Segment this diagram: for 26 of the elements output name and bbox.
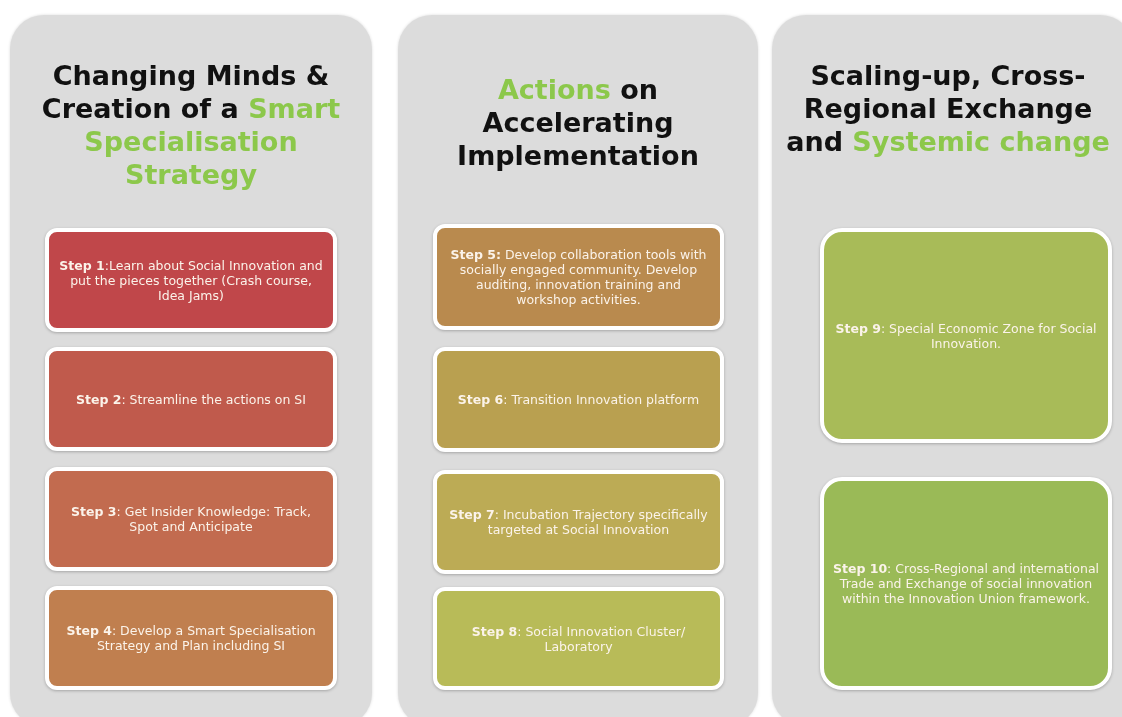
- column-heading: Actions on Accelerating Implementation: [456, 73, 700, 172]
- step-text: Step 2: Streamline the actions on SI: [76, 391, 306, 407]
- step-text: Step 6: Transition Innovation platform: [457, 392, 700, 407]
- step-text: Step 5: Develop collaboration tools with socially engaged community. Develop auditing, innovation training and workshop activities.: [449, 247, 708, 307]
- step-box: [433, 224, 724, 330]
- step-box: [45, 347, 337, 451]
- step-box: [45, 586, 337, 690]
- step-box: [433, 347, 724, 452]
- step-box: [433, 470, 724, 574]
- step-text: Step 8: Social Innovation Cluster/ Laboratory: [470, 623, 687, 654]
- step-box: [45, 228, 337, 332]
- step-box: [433, 587, 724, 690]
- column-panel: [398, 15, 758, 717]
- step-text: Step 3: Get Insider Knowledge: Track, Spot and Anticipate: [70, 504, 312, 534]
- step-text: Step 7: Incubation Trajectory specifically targeted at Social Innovation: [448, 507, 709, 537]
- column-panel: [772, 15, 1122, 717]
- step-box: [820, 228, 1112, 443]
- column-panel: [10, 15, 372, 717]
- column-heading: Changing Minds & Creation of a Smart Specialisation Strategy: [40, 59, 342, 191]
- step-text: Step 9: Special Economic Zone for Social Innovation.: [834, 320, 1098, 351]
- step-box: [45, 467, 337, 571]
- step-box: [820, 477, 1112, 690]
- step-text: Step 1:Learn about Social Innovation and put the pieces together (Crash course, Idea Jams): [58, 257, 324, 303]
- column-heading: Scaling-up, Cross-Regional Exchange and Systemic change: [785, 59, 1111, 158]
- step-text: Step 4: Develop a Smart Specialisation Strategy and Plan including SI: [65, 623, 317, 653]
- step-text: Step 10: Cross-Regional and international Trade and Exchange of social innovation within the Innovation Union framework.: [832, 561, 1100, 606]
